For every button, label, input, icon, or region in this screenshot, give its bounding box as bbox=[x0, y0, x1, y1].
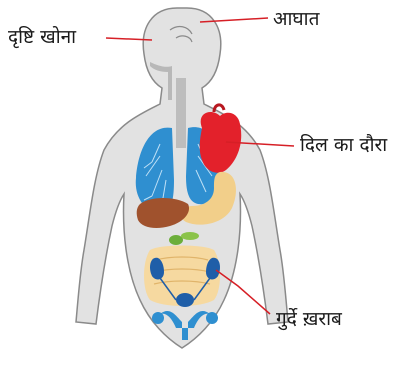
label-heart-attack: दिल का दौरा bbox=[300, 136, 387, 155]
windpipe bbox=[176, 78, 186, 148]
label-vision-loss: दृष्टि खोना bbox=[8, 28, 76, 47]
pancreas bbox=[181, 232, 199, 240]
label-stroke: आघात bbox=[273, 10, 319, 29]
gallbladder bbox=[169, 235, 183, 245]
label-kidney-failure: गुर्दे ख़राब bbox=[276, 310, 342, 329]
bladder bbox=[176, 293, 194, 307]
